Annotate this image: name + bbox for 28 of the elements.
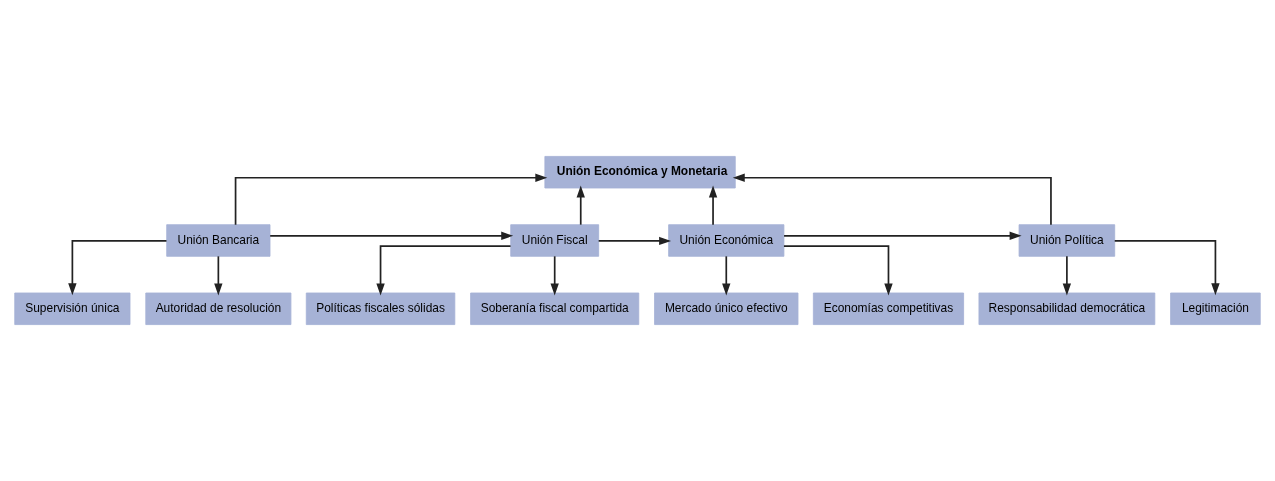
- node-box: Unión Económica y Monetaria: [544, 156, 736, 189]
- arrow: [576, 185, 585, 226]
- node-box: Autoridad de resolución: [145, 292, 292, 325]
- arrow: [722, 255, 731, 296]
- node-box: Supervisión única: [14, 292, 131, 325]
- node-box: Unión Fiscal: [510, 224, 600, 257]
- arrow: [234, 173, 548, 226]
- arrow: [783, 245, 893, 296]
- arrow: [597, 236, 672, 246]
- node-box: Políticas fiscales sólidas: [305, 292, 456, 325]
- arrow: [783, 231, 1022, 240]
- node-box: Mercado único efectivo: [654, 292, 799, 325]
- node-box: Economías competitivas: [812, 292, 965, 325]
- arrow: [1113, 240, 1220, 296]
- node-box: Unión Bancaria: [166, 224, 271, 257]
- arrow: [68, 240, 168, 296]
- arrow: [732, 173, 1052, 226]
- arrow: [214, 255, 223, 296]
- arrow: [269, 231, 514, 240]
- node-box: Responsabilidad democrática: [978, 292, 1156, 325]
- node-box: Legitimación: [1170, 292, 1261, 325]
- node-box: Soberanía fiscal compartida: [470, 292, 640, 325]
- arrow: [708, 185, 718, 226]
- node-box: Unión Política: [1018, 224, 1116, 257]
- arrow: [376, 245, 512, 296]
- arrow: [550, 255, 559, 296]
- arrow: [1062, 255, 1072, 296]
- node-box: Unión Económica: [668, 224, 785, 257]
